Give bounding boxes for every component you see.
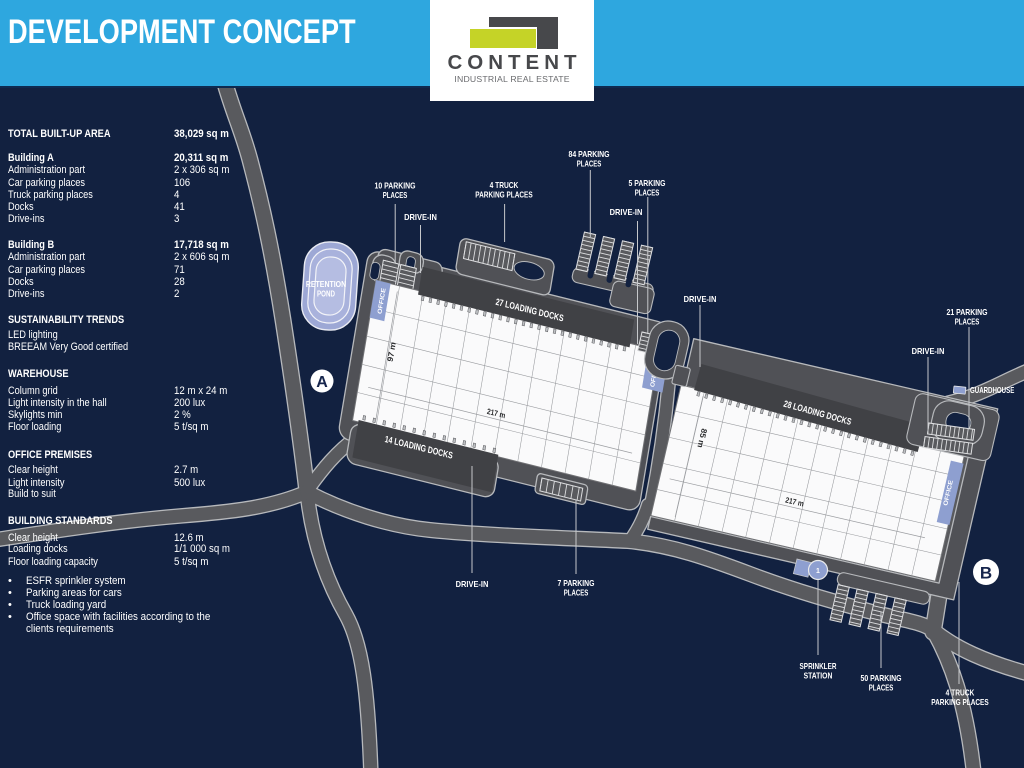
svg-text:5 PARKING: 5 PARKING (629, 179, 666, 188)
svg-text:4 TRUCK: 4 TRUCK (490, 181, 519, 190)
svg-text:B: B (980, 564, 992, 583)
svg-text:84 PARKING: 84 PARKING (569, 150, 610, 159)
svg-text:97 m: 97 m (386, 341, 398, 363)
svg-text:DRIVE-IN: DRIVE-IN (456, 580, 489, 589)
svg-text:1: 1 (816, 568, 820, 575)
svg-text:50 PARKING: 50 PARKING (861, 674, 902, 683)
svg-text:PLACES: PLACES (955, 318, 980, 327)
svg-text:POND: POND (317, 290, 335, 299)
svg-text:85 m: 85 m (696, 428, 709, 449)
svg-text:217 m: 217 m (486, 407, 506, 420)
svg-text:RETENTION: RETENTION (306, 280, 346, 289)
svg-text:7 PARKING: 7 PARKING (558, 579, 595, 588)
svg-text:DRIVE-IN: DRIVE-IN (610, 208, 643, 217)
svg-text:SPRINKLER: SPRINKLER (800, 662, 837, 671)
svg-text:PLACES: PLACES (869, 684, 894, 693)
svg-text:OFFICE: OFFICE (377, 287, 388, 314)
svg-text:PARKING PLACES: PARKING PLACES (475, 191, 533, 200)
svg-text:4 TRUCK: 4 TRUCK (946, 689, 975, 698)
svg-text:PLACES: PLACES (383, 191, 408, 200)
svg-text:217 m: 217 m (784, 496, 804, 509)
svg-text:PLACES: PLACES (577, 160, 602, 169)
svg-text:DRIVE-IN: DRIVE-IN (684, 295, 717, 304)
svg-text:DRIVE-IN: DRIVE-IN (404, 213, 437, 222)
svg-text:PLACES: PLACES (564, 589, 589, 598)
svg-text:PARKING PLACES: PARKING PLACES (931, 698, 989, 707)
svg-text:DRIVE-IN: DRIVE-IN (912, 347, 945, 356)
svg-text:GUARDHOUSE: GUARDHOUSE (970, 386, 1015, 395)
svg-text:A: A (316, 374, 328, 391)
svg-text:10 PARKING: 10 PARKING (375, 182, 416, 191)
svg-text:STATION: STATION (804, 672, 833, 681)
svg-text:21 PARKING: 21 PARKING (947, 308, 988, 317)
svg-text:PLACES: PLACES (635, 189, 660, 198)
